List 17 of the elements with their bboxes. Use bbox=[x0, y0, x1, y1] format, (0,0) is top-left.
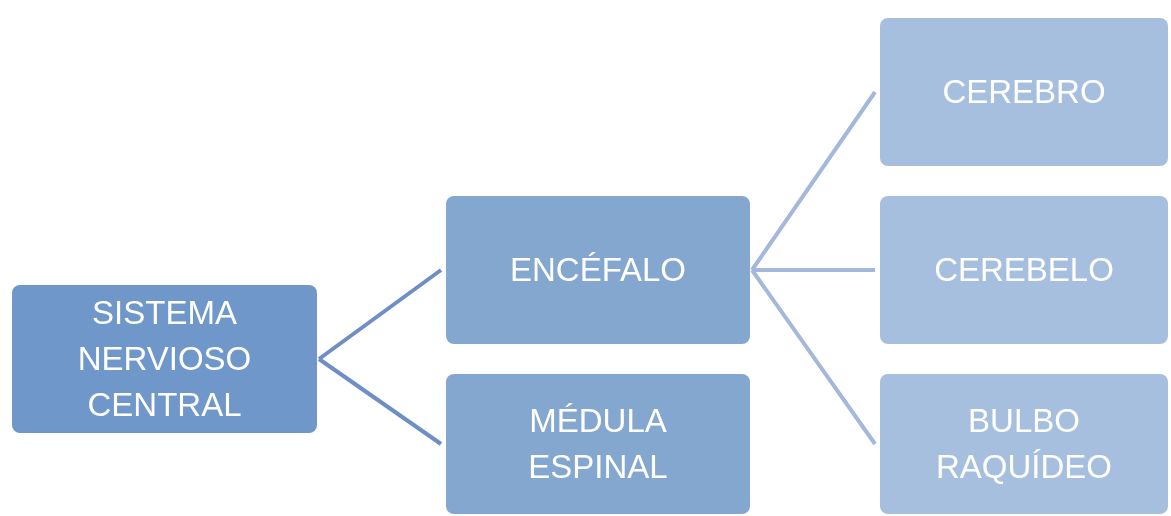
node-label: MÉDULA ESPINAL bbox=[527, 400, 669, 487]
node-label: ENCÉFALO bbox=[509, 249, 687, 290]
connector-line bbox=[752, 268, 875, 272]
connector-line bbox=[750, 268, 877, 446]
concept-box bbox=[880, 374, 1168, 514]
concept-box bbox=[446, 374, 750, 514]
connector-line bbox=[317, 357, 443, 446]
node-label: CEREBRO bbox=[942, 71, 1106, 112]
connector-line bbox=[750, 90, 877, 272]
connector-line bbox=[317, 268, 443, 361]
concept-box bbox=[880, 18, 1168, 166]
node-label: SISTEMA NERVIOSO CENTRAL bbox=[76, 292, 253, 426]
concept-box bbox=[446, 196, 750, 344]
concept-box bbox=[12, 285, 317, 433]
node-label: BULBO RAQUÍDEO bbox=[935, 400, 1113, 487]
concept-box bbox=[880, 196, 1168, 344]
node-label: CEREBELO bbox=[934, 249, 1114, 290]
